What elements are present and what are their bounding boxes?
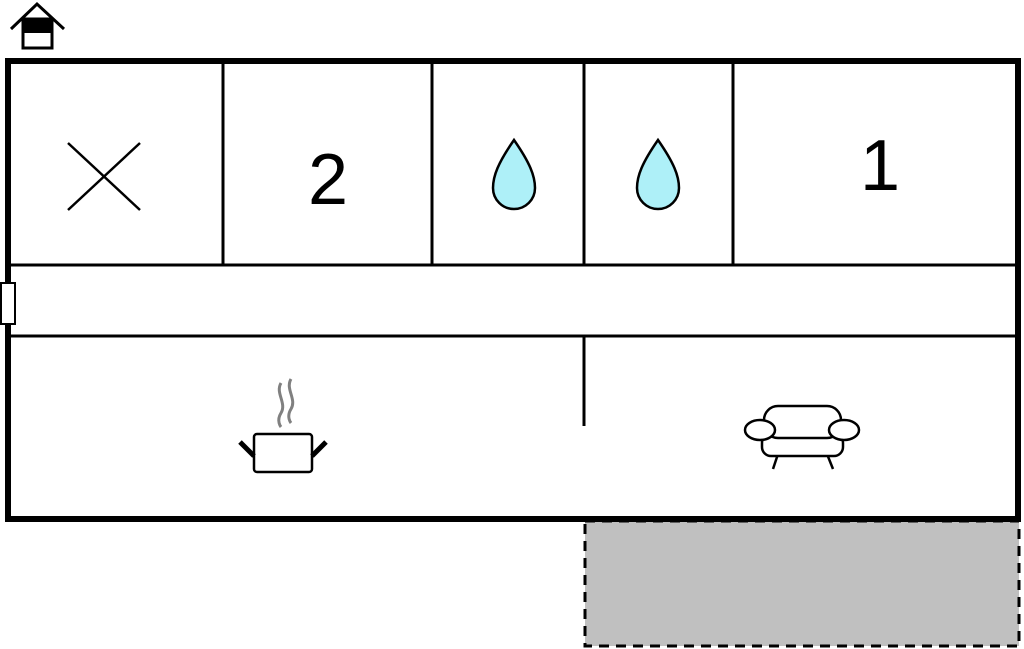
house-entrance-icon: [9, 1, 66, 50]
cooking-pot-icon: [238, 378, 328, 474]
room-label-2: 2: [308, 140, 348, 220]
cross-icon: [67, 142, 141, 211]
room-bedroom-1: 1: [860, 126, 900, 206]
water-drop-icon: [491, 137, 537, 211]
sofa-icon: [743, 404, 861, 470]
room-bedroom-2: 2: [308, 140, 348, 220]
room-label-1: 1: [860, 126, 900, 206]
water-drop-icon: [635, 137, 681, 211]
room-bathroom-a: [491, 137, 537, 211]
room-living-room: [743, 404, 861, 470]
room-kitchen: [238, 378, 328, 474]
door: [0, 282, 16, 325]
interior-walls: [8, 61, 1018, 426]
room-unlabeled: [67, 142, 141, 211]
room-bathroom-b: [635, 137, 681, 211]
terrace-area: [583, 519, 1021, 648]
